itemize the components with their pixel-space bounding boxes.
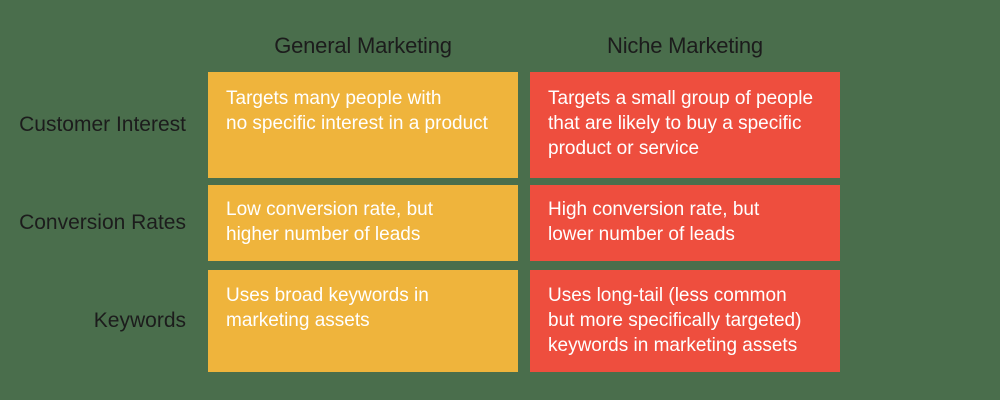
cell-customer-interest-general: Targets many people with no specific int… bbox=[208, 72, 518, 178]
cell-keywords-general: Uses broad keywords in marketing assets bbox=[208, 270, 518, 372]
table-row: Customer Interest Targets many people wi… bbox=[0, 72, 1000, 178]
row-label-customer-interest: Customer Interest bbox=[19, 113, 186, 136]
cell-customer-interest-niche: Targets a small group of people that are… bbox=[530, 72, 840, 178]
cell-conversion-rates-niche: High conversion rate, but lower number o… bbox=[530, 185, 840, 261]
row-label-conversion-rates: Conversion Rates bbox=[19, 211, 186, 234]
cell-keywords-niche: Uses long-tail (less common but more spe… bbox=[530, 270, 840, 372]
column-header-row: General Marketing Niche Marketing bbox=[0, 28, 1000, 64]
row-divider bbox=[0, 178, 1000, 185]
column-header-general-marketing: General Marketing bbox=[274, 33, 452, 58]
comparison-grid: Customer Interest Targets many people wi… bbox=[0, 72, 1000, 372]
row-label-keywords: Keywords bbox=[93, 309, 186, 332]
column-header-niche-marketing: Niche Marketing bbox=[607, 33, 763, 58]
row-divider bbox=[0, 261, 1000, 270]
table-row: Keywords Uses broad keywords in marketin… bbox=[0, 270, 1000, 372]
table-row: Conversion Rates Low conversion rate, bu… bbox=[0, 185, 1000, 261]
cell-conversion-rates-general: Low conversion rate, but higher number o… bbox=[208, 185, 518, 261]
